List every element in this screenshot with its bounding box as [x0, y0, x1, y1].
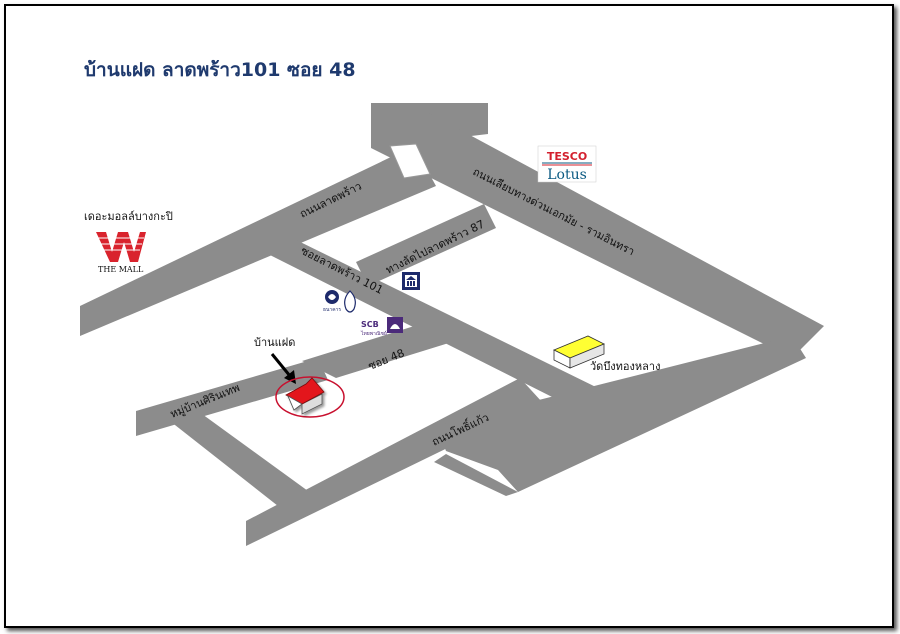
- the-mall-logo: เดอะมอลล์บางกะปิ THE MALL: [84, 210, 173, 274]
- arrow-pointer-icon: [270, 353, 296, 384]
- scb-wordmark: SCB: [361, 320, 379, 329]
- tesco-lotus-logo: TESCO Lotus: [537, 145, 597, 183]
- road-pho-kaeo: [436, 336, 806, 492]
- bank-building-icon: [402, 272, 420, 290]
- scb-caption: ไทยพาณิชย์: [360, 330, 387, 337]
- temple-building: [553, 335, 605, 369]
- map-frame: บ้านแฝด ลาดพร้าว101 ซอย 48 ถนนลาดพร้าว ถ…: [4, 4, 894, 628]
- the-mall-caption: THE MALL: [98, 265, 144, 274]
- tesco-wordmark: TESCO: [547, 150, 587, 163]
- road-east-connector: [434, 454, 518, 496]
- location-map: บ้านแฝด ลาดพร้าว101 ซอย 48 ถนนลาดพร้าว ถ…: [80, 59, 824, 546]
- home-highlight-circle: [275, 376, 345, 418]
- road-network: [80, 103, 824, 546]
- flyover-pillar: [389, 143, 431, 179]
- road-lat-phrao: [80, 146, 436, 336]
- label-home: บ้านแฝด: [254, 336, 295, 349]
- label-temple: วัดบึงทองหลาง: [590, 360, 660, 373]
- road-village-diagonal: [161, 406, 308, 506]
- scb-logo: SCB ไทยพาณิชย์: [360, 317, 403, 337]
- map-title: บ้านแฝด ลาดพร้าว101 ซอย 48: [84, 59, 356, 81]
- label-the-mall: เดอะมอลล์บางกะปิ: [84, 210, 173, 223]
- road-shortcut-87: [356, 204, 496, 286]
- road-expressway: [371, 103, 824, 358]
- road-soi-48: [302, 318, 452, 378]
- bangkok-bank-logo: ธนาคาร: [323, 290, 356, 313]
- bbl-caption: ธนาคาร: [323, 307, 341, 313]
- lotus-wordmark: Lotus: [547, 167, 587, 183]
- home-house-icon: [285, 377, 325, 415]
